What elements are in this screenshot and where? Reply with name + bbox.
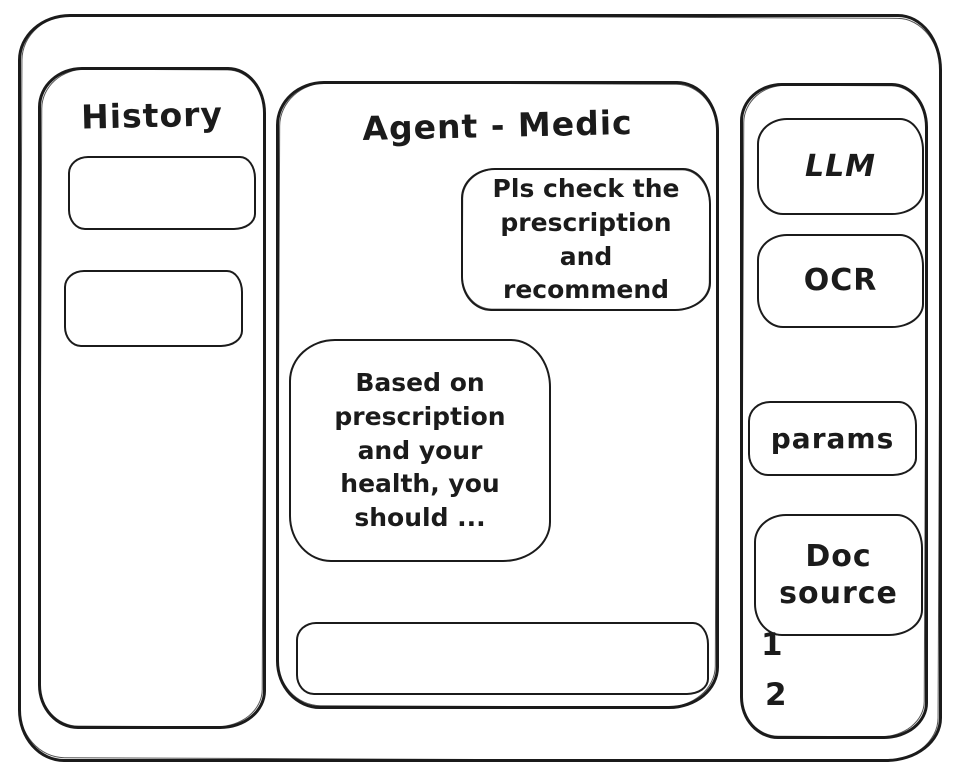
chat-title: Agent - Medic [361,102,634,149]
history-panel: History [38,67,266,729]
ocr-button[interactable]: OCR [757,234,924,328]
doc-source-button[interactable]: Doc source [754,514,923,636]
llm-button[interactable]: LLM [757,118,924,215]
history-item[interactable] [68,156,256,230]
app-window: History Agent - Medic Pls check the pres… [18,14,942,762]
params-button[interactable]: params [748,401,917,476]
tools-panel: LLM OCR params Doc source 1 2 [740,83,928,739]
user-message-text: Pls check the prescription and recommend [492,174,680,305]
history-title: History [80,94,224,137]
chat-panel: Agent - Medic Pls check the prescription… [276,81,719,709]
user-message-bubble: Pls check the prescription and recommend [461,168,711,311]
chat-input[interactable] [296,622,709,695]
assistant-message-text: Based on prescription and your health, y… [334,368,506,533]
assistant-message-bubble: Based on prescription and your health, y… [289,339,551,562]
history-item[interactable] [64,270,243,347]
doc-source-item-1[interactable]: 1 [761,627,783,663]
doc-source-item-2[interactable]: 2 [765,677,787,713]
